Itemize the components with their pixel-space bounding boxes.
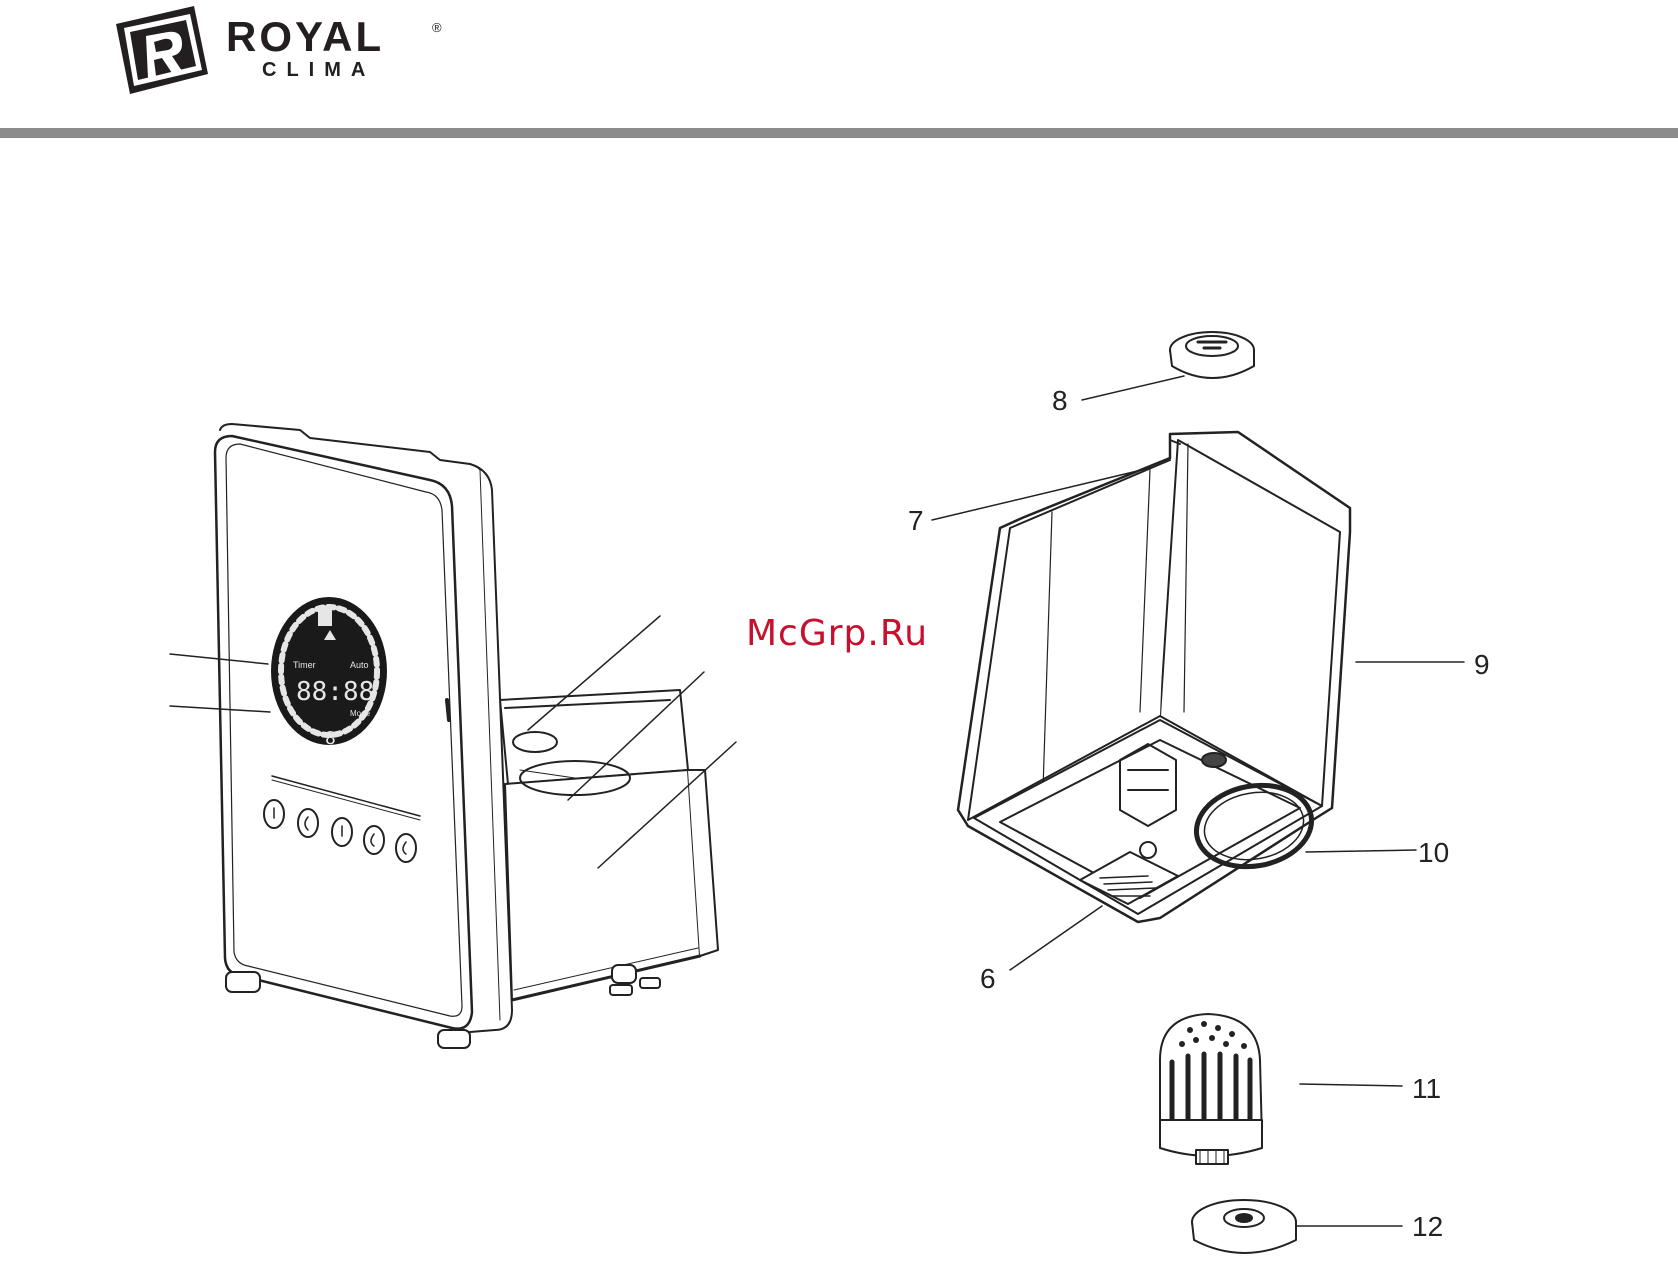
light-button-icon: [396, 834, 416, 862]
mode-button-icon: [298, 809, 318, 837]
humidity-button-icon: [364, 826, 384, 854]
humidifier-base-illustration: Timer Auto 88:88 Mode 8: [170, 424, 736, 1048]
callout-10: 10: [1418, 837, 1449, 868]
display-auto-label: Auto: [350, 660, 369, 670]
callout-11: 11: [1412, 1073, 1441, 1104]
water-tank-illustration: [932, 332, 1464, 1253]
callout-9: 9: [1474, 649, 1490, 680]
display-small-digit: 8: [325, 728, 336, 749]
callout-7: 7: [908, 505, 924, 536]
display-digits: 88:88: [296, 677, 374, 707]
callout-12: 12: [1412, 1211, 1443, 1242]
callout-6: 6: [980, 963, 996, 994]
display-timer-label: Timer: [293, 660, 316, 670]
callout-8: 8: [1052, 385, 1068, 416]
watermark-text: McGrp.Ru: [746, 616, 928, 652]
display-mode-label: Mode: [350, 709, 371, 718]
